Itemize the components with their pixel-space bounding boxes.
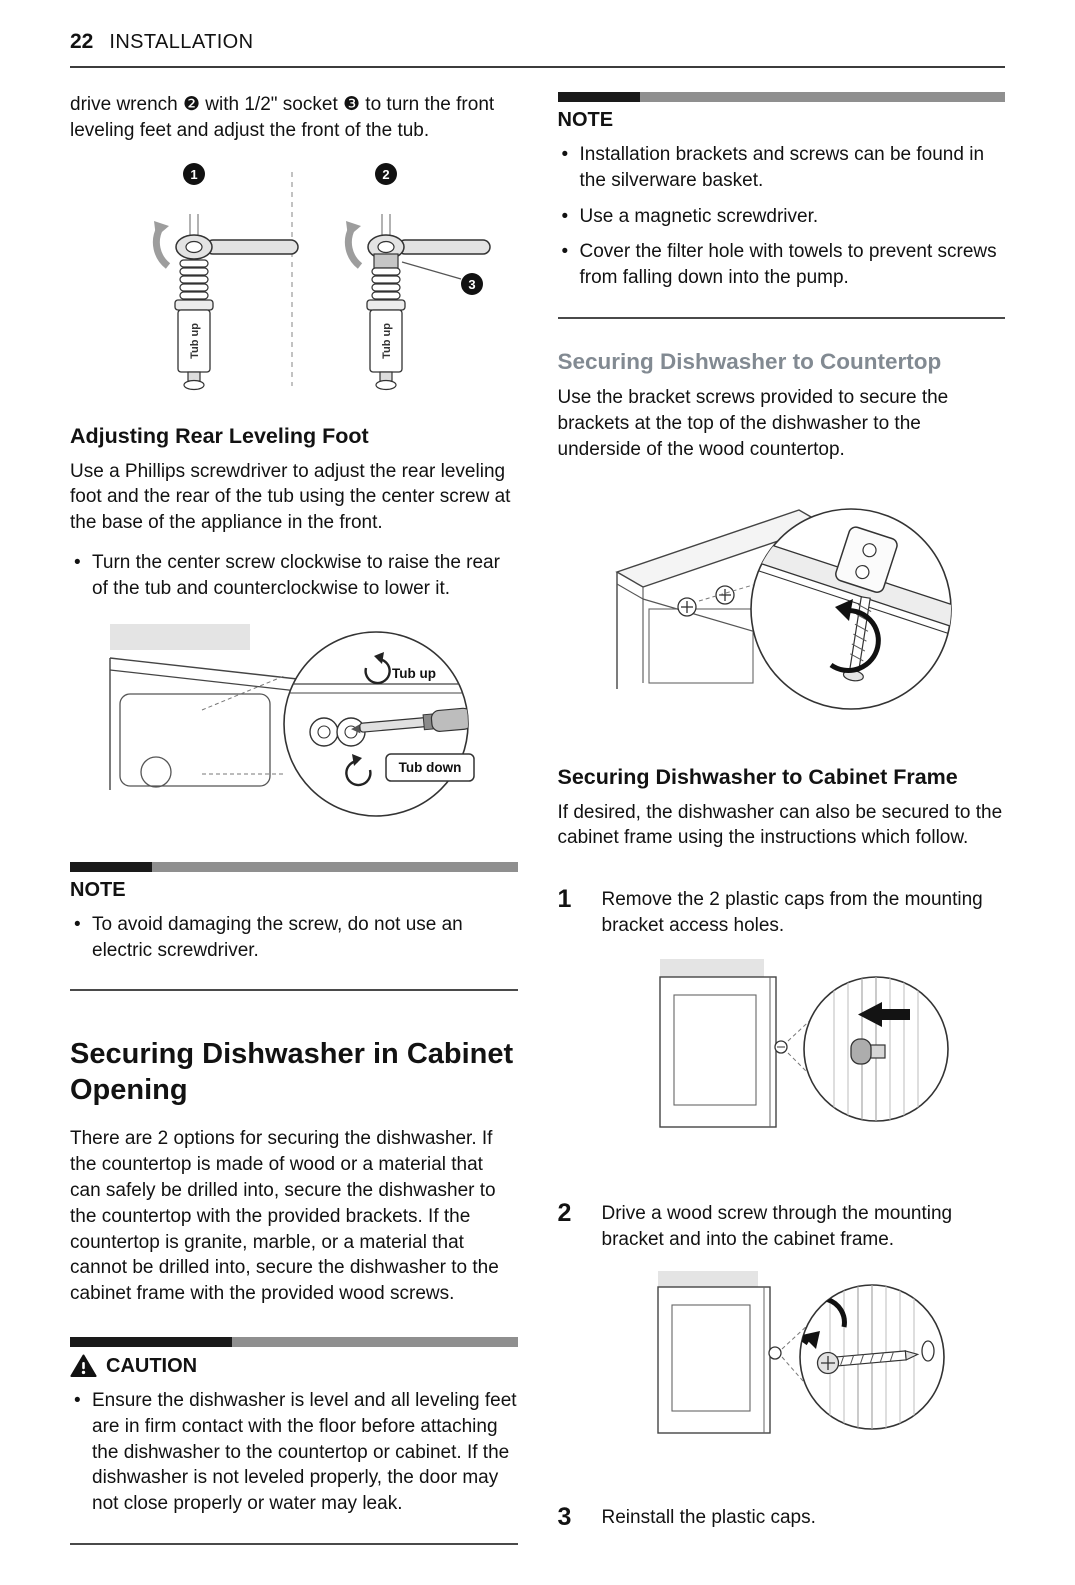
rear-foot-figure: Tub up Tub down	[70, 614, 518, 832]
cap-removal-figure	[602, 951, 1006, 1149]
badge-1-circle	[182, 162, 205, 185]
note-bar	[70, 861, 518, 872]
step-number: 3	[557, 1502, 572, 1531]
step-text: Drive a wood screw through the mounting …	[601, 1202, 953, 1250]
tub-up-callout-label: Tub up	[392, 666, 436, 681]
wood-screw-figure	[602, 1265, 1006, 1453]
bar-gray-segment	[152, 861, 518, 872]
note-section-right: NOTE Installation brackets and screws ca…	[557, 92, 1006, 320]
section-title: INSTALLATION	[109, 31, 254, 53]
adjusting-rear-heading: Adjusting Rear Leveling Foot	[70, 423, 369, 448]
badge-1: 1	[190, 167, 197, 182]
note-item: Cover the filter hole with towels to pre…	[558, 239, 1006, 291]
caution-bullets: Ensure the dishwasher is level and all l…	[70, 1388, 518, 1517]
bar-gray-segment	[639, 92, 1005, 102]
tub-up-label-right: Tub up	[381, 322, 393, 358]
securing-cabinet-opening-heading: Securing Dishwasher in Cabinet Opening	[70, 1038, 514, 1106]
note-bullets: Installation brackets and screws can be …	[558, 142, 1006, 291]
note-item: Use a magnetic screwdriver.	[558, 204, 1006, 230]
warning-triangle-icon	[70, 1354, 97, 1378]
note-bar	[557, 92, 1005, 102]
securing-cabinet-frame-heading: Securing Dishwasher to Cabinet Frame	[557, 764, 958, 789]
step-text: Reinstall the plastic caps.	[601, 1506, 816, 1528]
badge-3: 3	[468, 277, 475, 292]
securing-cabinet-frame-paragraph: If desired, the dishwasher can also be s…	[557, 801, 1003, 849]
intro-paragraph: drive wrench ❷ with 1/2" socket ❸ to tur…	[70, 94, 495, 141]
step-number: 2	[557, 1198, 572, 1227]
page-header: 22 INSTALLATION	[70, 30, 1005, 68]
front-feet-figure: 1 Tub up	[70, 158, 518, 398]
note-bullets: To avoid damaging the screw, do not use …	[70, 912, 518, 964]
caution-item: Ensure the dishwasher is level and all l…	[70, 1388, 518, 1517]
countertop-bracket-figure	[558, 477, 1006, 739]
caution-label: CAUTION	[106, 1354, 198, 1377]
step-number: 1	[557, 885, 572, 914]
securing-cabinet-opening-paragraph: There are 2 options for securing the dis…	[70, 1128, 499, 1305]
note-section-left: NOTE To avoid damaging the screw, do not…	[70, 861, 518, 992]
caution-section: CAUTION Ensure the dishwasher is level a…	[70, 1337, 518, 1546]
step-2: 2 Drive a wood screw through the mountin…	[558, 1199, 1006, 1469]
securing-countertop-paragraph: Use the bracket screws provided to secur…	[557, 387, 949, 460]
note-item: To avoid damaging the screw, do not use …	[70, 912, 518, 964]
tub-up-label-left: Tub up	[189, 322, 201, 358]
bar-gray-segment	[232, 1337, 518, 1347]
note-label: NOTE	[70, 878, 126, 901]
wood-screw-illustration	[657, 1270, 946, 1434]
bar-black-segment	[70, 861, 152, 872]
left-column: drive wrench ❷ with 1/2" socket ❸ to tur…	[70, 92, 518, 1546]
step-1: 1 Remove the 2 plastic caps from the mou…	[558, 885, 1006, 1165]
page-number: 22	[70, 30, 94, 53]
badge-2-circle	[374, 162, 397, 185]
step-3: 3 Reinstall the plastic caps.	[558, 1503, 1006, 1532]
adjusting-rear-bullets: Turn the center screw clockwise to raise…	[70, 550, 518, 602]
front-feet-illustration: 1 Tub up	[152, 162, 491, 390]
cap-removal-illustration	[659, 958, 950, 1128]
caution-label-row: CAUTION	[70, 1354, 518, 1378]
bullet-item: Turn the center screw clockwise to raise…	[70, 550, 518, 602]
badge-2: 2	[382, 167, 389, 182]
bar-black-segment	[70, 1337, 232, 1347]
step-text: Remove the 2 plastic caps from the mount…	[601, 889, 983, 937]
bar-black-segment	[557, 92, 640, 102]
socket	[373, 253, 399, 269]
rear-foot-illustration: Tub up Tub down	[109, 623, 475, 817]
securing-countertop-heading: Securing Dishwasher to Countertop	[557, 349, 942, 375]
adjusting-rear-paragraph: Use a Phillips screwdriver to adjust the…	[70, 460, 511, 534]
right-column: NOTE Installation brackets and screws ca…	[557, 92, 1006, 1545]
badge-3-circle	[460, 272, 483, 295]
caution-bar	[70, 1337, 518, 1347]
tub-down-callout-label: Tub down	[398, 760, 461, 775]
countertop-bracket-illustration	[615, 507, 953, 710]
note-item: Installation brackets and screws can be …	[558, 142, 1006, 194]
note-label: NOTE	[557, 109, 614, 131]
